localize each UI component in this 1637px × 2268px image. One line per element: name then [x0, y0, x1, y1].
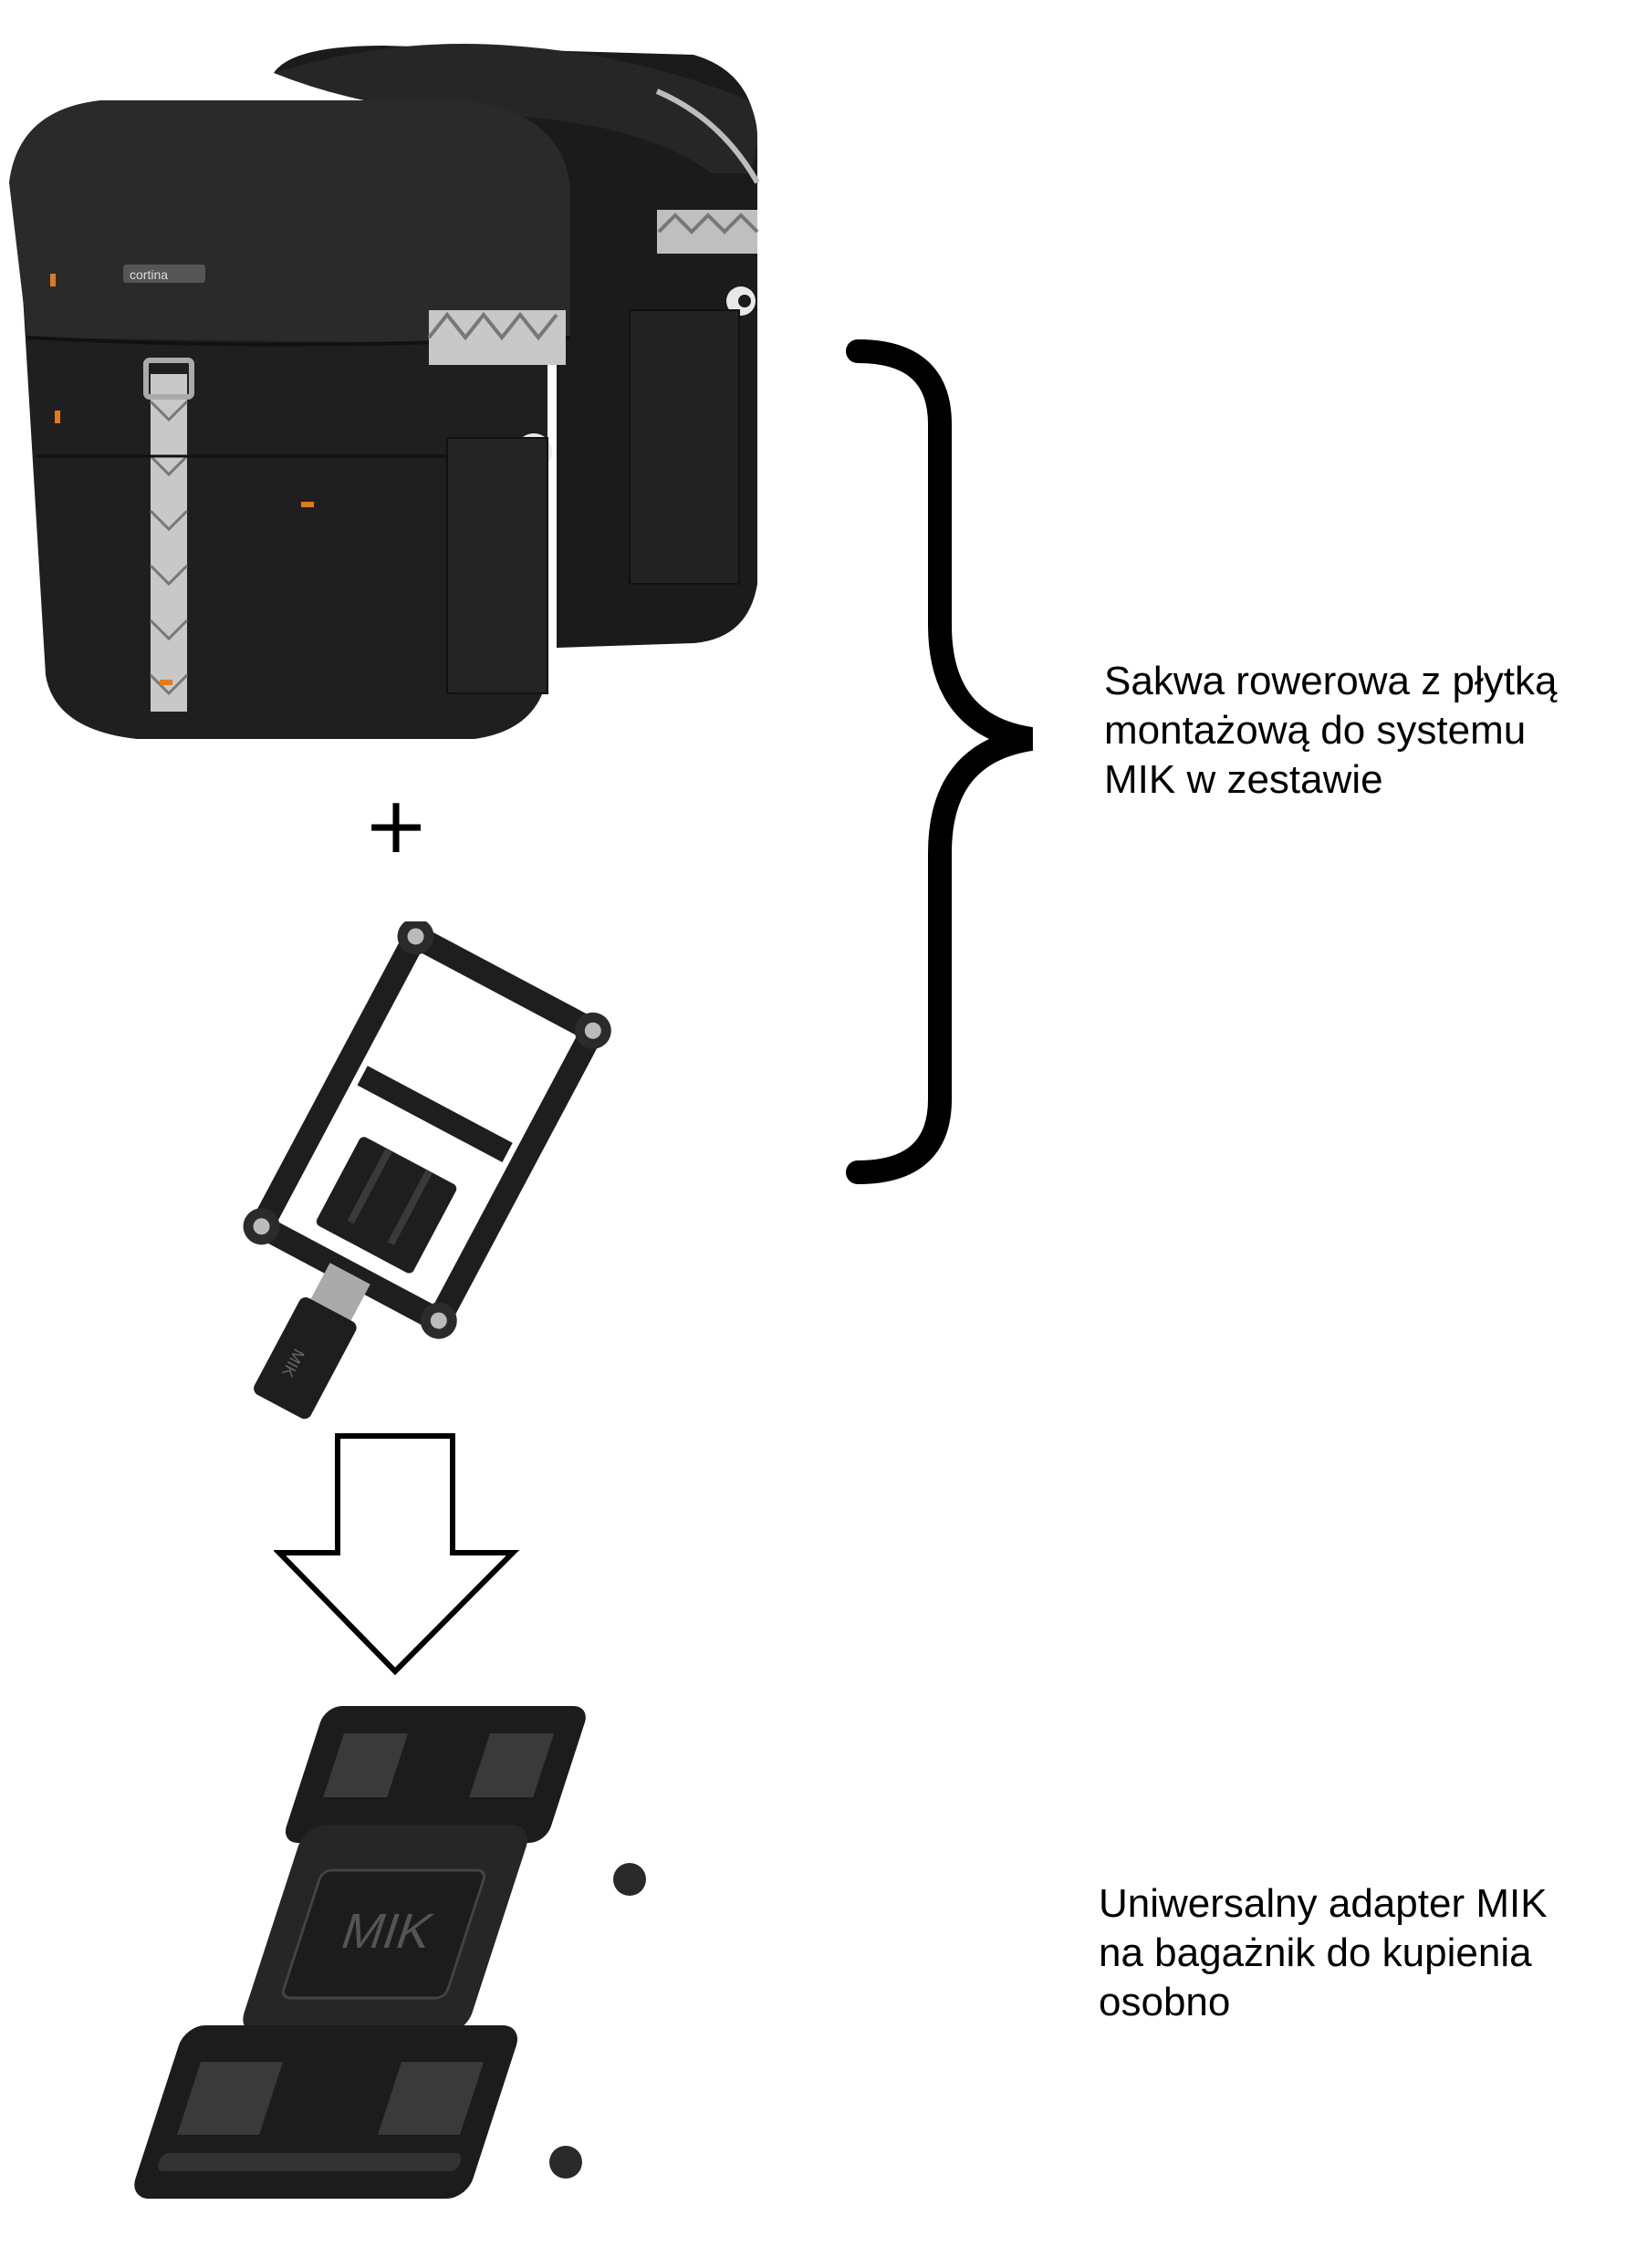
plus-sign: + [363, 780, 430, 871]
brand-label: cortina [130, 267, 168, 282]
right-curly-brace-icon [846, 339, 1034, 1184]
rear-pannier [274, 44, 760, 648]
mik-adapter-image: MIK [134, 1706, 646, 2199]
pannier-bags-image: cortina [9, 44, 760, 739]
kit-description-caption: Sakwa rowerowa z płytką montażową do sys… [1104, 659, 1558, 802]
adapter-label: MIK [335, 1903, 441, 1958]
front-pannier: cortina [9, 100, 571, 739]
down-arrow-icon [274, 1433, 520, 1676]
adapter-description-caption: Uniwersalny adapter MIK na bagażnik do k… [1099, 1881, 1548, 2024]
mik-mounting-plate-image: MIK [243, 921, 611, 1420]
